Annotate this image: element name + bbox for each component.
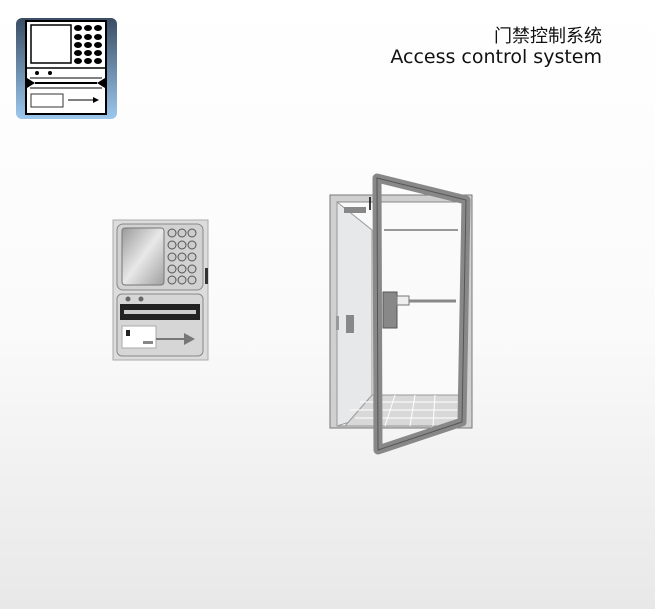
title-chinese: 门禁控制系统 — [494, 26, 602, 47]
card-reader-keypad-device — [112, 219, 209, 361]
door-with-electric-lock — [329, 173, 473, 455]
title-english: Access control system — [390, 46, 602, 68]
access-control-terminal-icon — [16, 18, 117, 119]
